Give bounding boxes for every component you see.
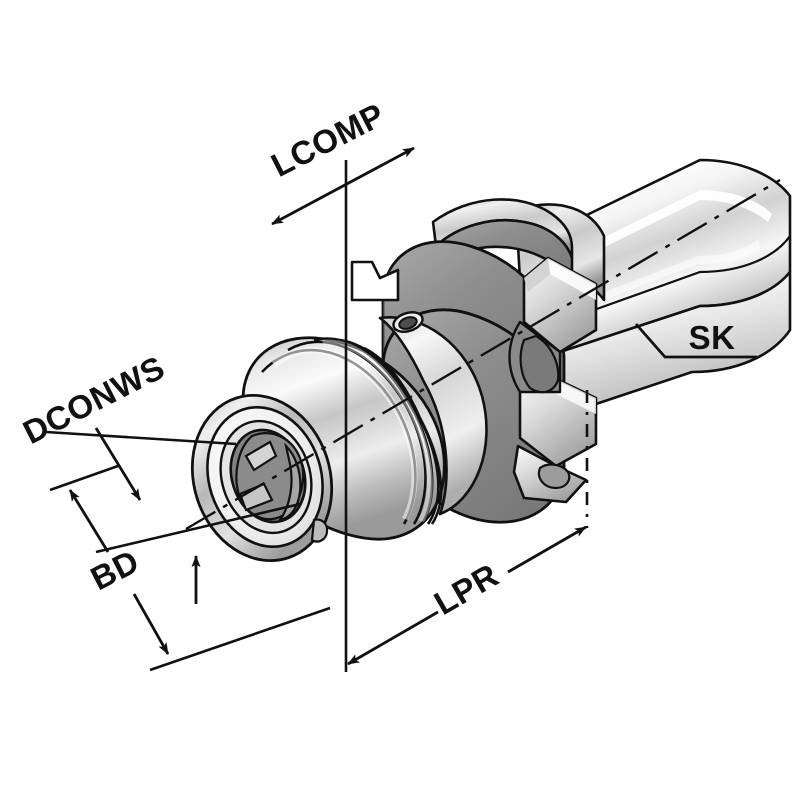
axis-centerline: [185, 178, 781, 531]
shank-sheen-seam: [565, 235, 791, 322]
sk-leader-line: [634, 323, 757, 359]
dconws-extension-lower: [95, 502, 301, 554]
collet-nose: [190, 393, 334, 563]
lpr-arrow-right: [507, 525, 587, 574]
callout-sk: SK: [634, 319, 757, 359]
flange-bottom-pocket: [537, 463, 571, 490]
bd-extension-lower: [149, 606, 331, 672]
shank-highlight: [578, 190, 772, 258]
tool-holder-assembly: [185, 158, 792, 563]
drive-tooth-upper: [522, 256, 598, 354]
bd-extension-upper: [49, 464, 119, 492]
dconws-extension-upper: [45, 430, 237, 446]
drive-slot-top-notch: [350, 260, 400, 302]
shank-lower-surface: [558, 270, 792, 416]
bd-arrow-lower: [132, 593, 170, 655]
keyway-upper: [244, 440, 278, 472]
drive-slot-pocket-inner: [519, 334, 560, 394]
bore-keyway-slots: [235, 432, 305, 522]
set-screw-hole: [392, 311, 424, 333]
ribbed-body-collar: [378, 316, 488, 516]
lcomp-dimension-line: [271, 146, 415, 226]
nose-rim-detail: [310, 518, 329, 543]
dconws-arrow-down: [94, 427, 142, 501]
lpr-arrow-left: [347, 610, 439, 666]
bd-arrow-upper: [68, 489, 110, 553]
sk-label: SK: [689, 319, 736, 356]
